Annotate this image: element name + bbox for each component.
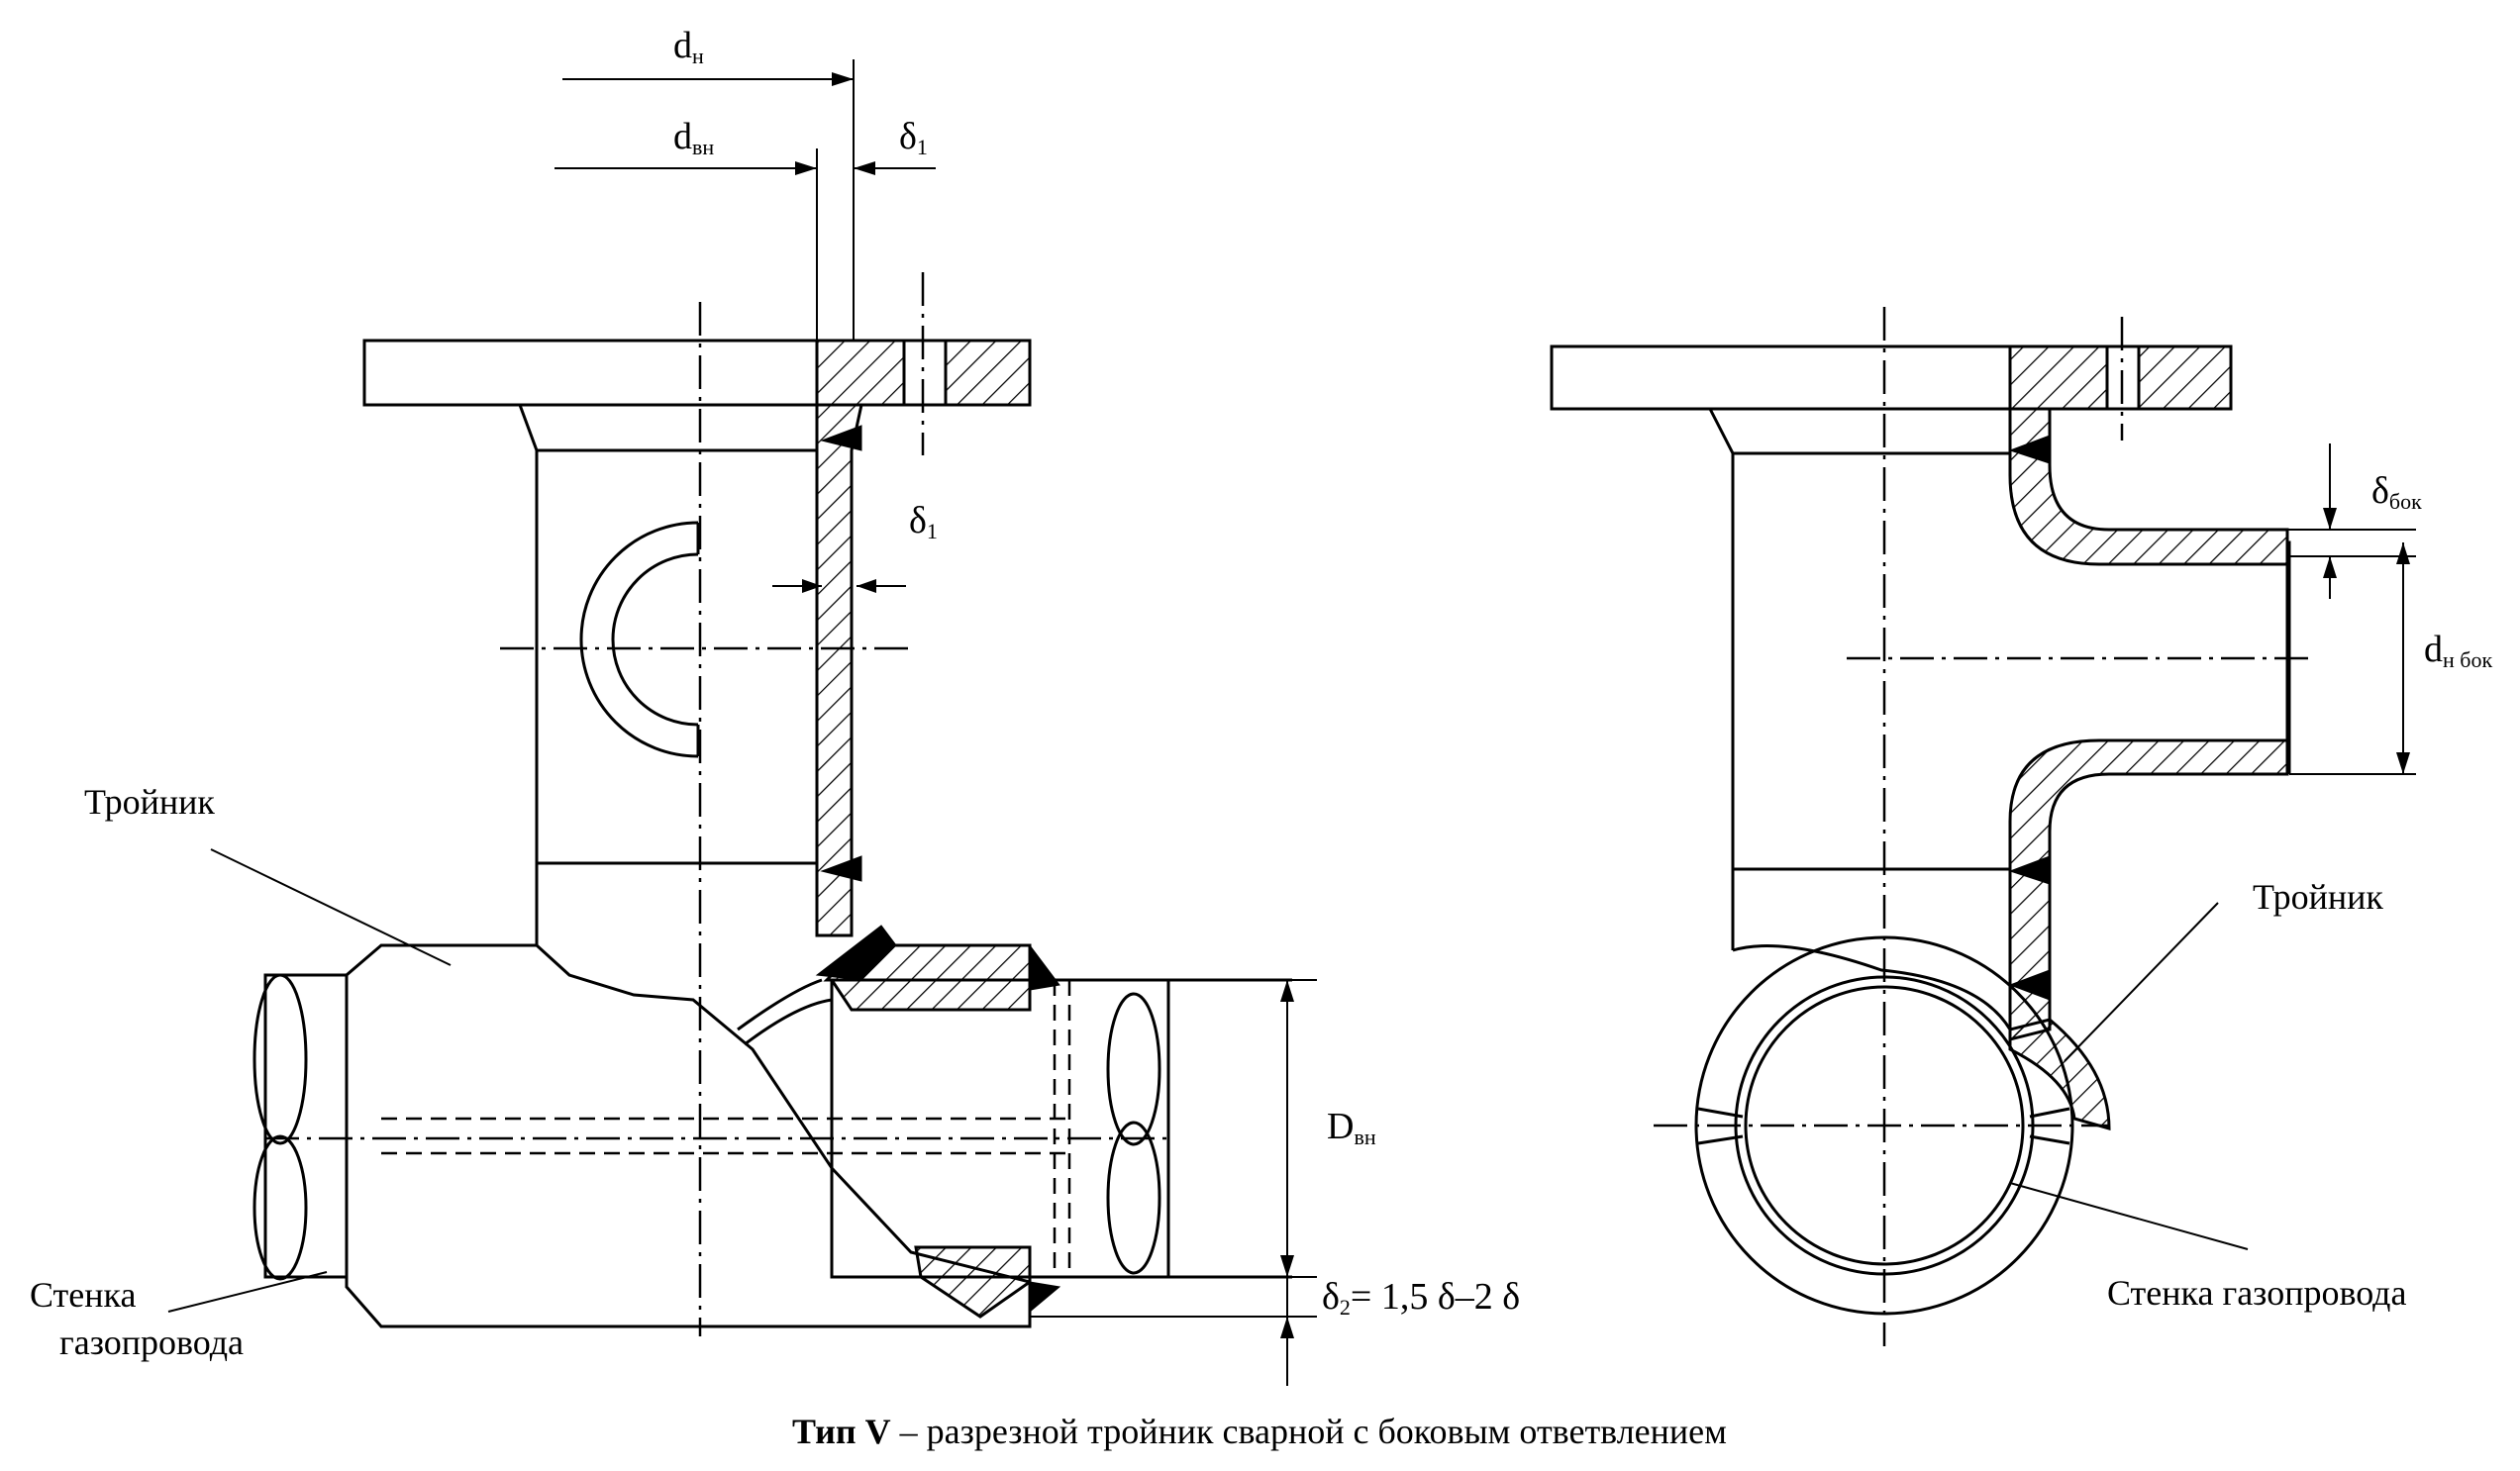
label-stenka-left-1: Стенка [30,1275,136,1315]
dim-delta1-mid [772,579,906,593]
label-troynik-left: Тройник [84,782,215,822]
dim-d-n [562,59,855,341]
dim-D-vn [1030,979,1317,1386]
leader-line [167,1271,328,1313]
left-flange [362,339,1032,407]
dim-delta-bok [2287,443,2416,599]
label-d-n-bok: dн бок [2424,629,2492,672]
left-main-pipe [252,925,1292,1328]
weld-mark [820,855,862,882]
label-delta1-top: δ1 [899,116,928,159]
label-delta1-mid: δ1 [909,500,938,543]
label-delta2: δ2= 1,5 δ–2 δ [1322,1276,1520,1320]
dim-d-n-bok [2289,542,2416,775]
right-view: δбок dн бок Тройник Стенка газопровода [1550,307,2492,1346]
label-d-vn: dвн [673,116,714,159]
label-D-vn: Dвн [1327,1106,1376,1149]
leader-line [2064,902,2219,1062]
label-troynik-right: Тройник [2253,877,2383,917]
dim-d-vn [554,148,936,341]
label-stenka-right: Стенка газопровода [2107,1273,2406,1313]
right-branch-body [1708,407,2291,1130]
label-d-n: dн [673,25,704,68]
left-view: dн dвн δ1 δ1 Dвн δ2= 1,5 δ–2 δ Тройник С… [30,25,1520,1386]
leader-line [210,848,452,966]
left-branch-pipe [518,403,863,945]
label-delta-bok: δбок [2371,470,2422,514]
label-stenka-left-2: газопровода [59,1323,244,1362]
leader-line [2009,1182,2249,1250]
figure-caption: Тип V – разрезной тройник сварной с боко… [792,1412,1727,1451]
weld-mark [820,425,862,451]
right-flange [1550,344,2233,411]
